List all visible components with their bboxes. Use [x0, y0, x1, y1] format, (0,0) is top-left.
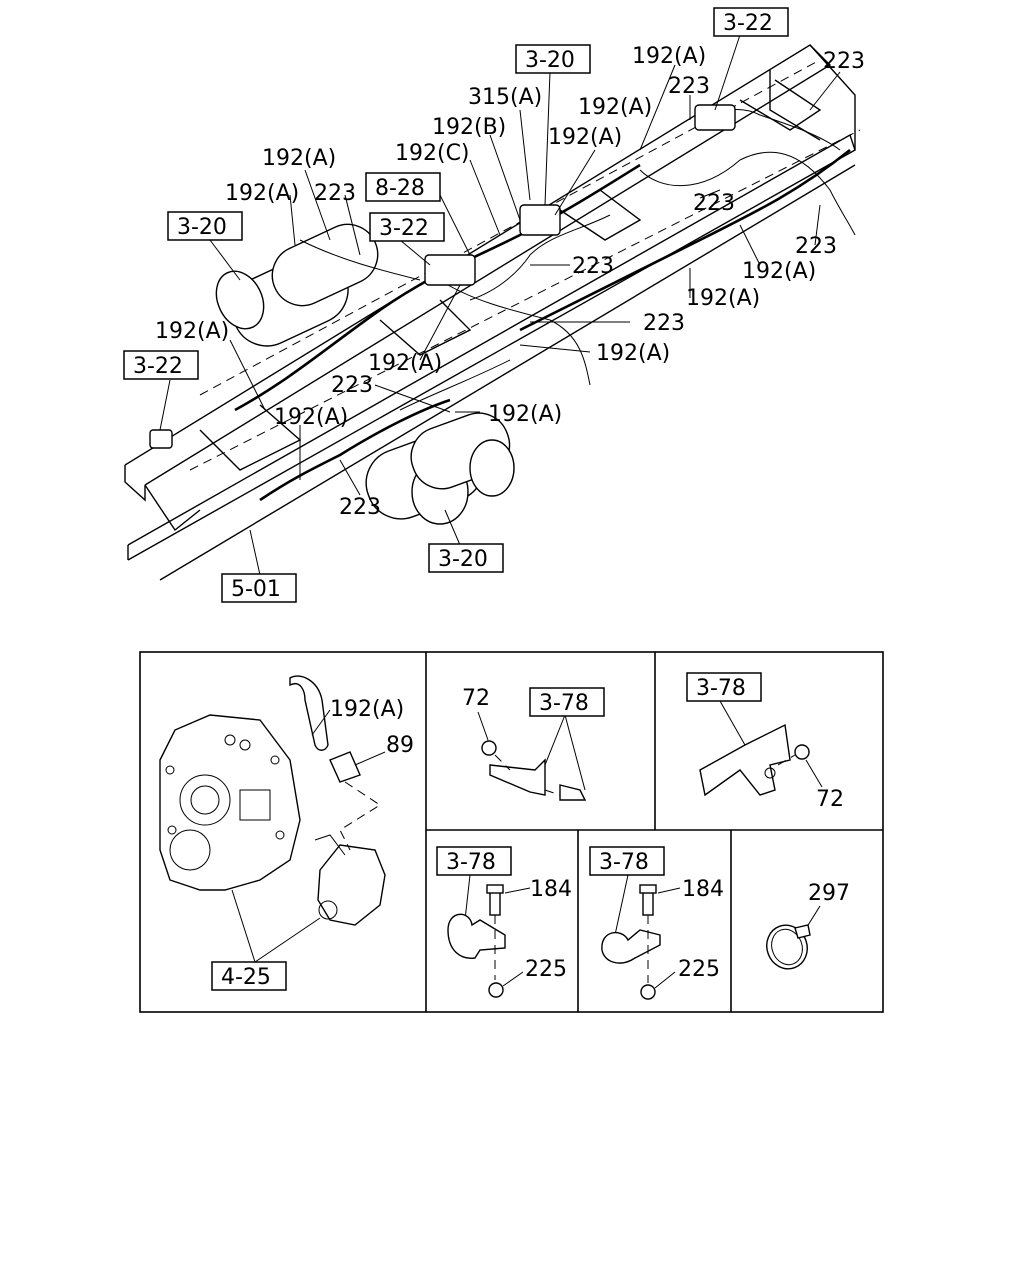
label-192c: 192(C)	[395, 141, 470, 166]
panel-band: 297	[766, 881, 850, 970]
leader-lines	[159, 34, 841, 576]
label-315a: 315(A)	[468, 85, 542, 110]
svg-text:3-20: 3-20	[438, 547, 488, 572]
panel-bracket-right: 3-78 72	[686, 672, 844, 812]
label-bolt-184-right: 184	[682, 877, 724, 902]
label-192a-2: 192(A)	[578, 95, 652, 120]
label-192a-10: 192(A)	[368, 351, 442, 376]
label-192a-5: 192(A)	[225, 181, 299, 206]
svg-text:3-20: 3-20	[525, 48, 575, 73]
label-band-297: 297	[808, 881, 850, 906]
label-nut-72-right: 72	[816, 787, 844, 812]
label-223-2: 223	[823, 49, 865, 74]
svg-text:3-22: 3-22	[379, 216, 429, 241]
svg-text:5-01: 5-01	[231, 577, 281, 602]
svg-text:3-22: 3-22	[133, 354, 183, 379]
ref-5-01: 5-01	[221, 573, 297, 603]
label-nut-225-left: 225	[525, 957, 567, 982]
panel-clamp-left: 3-78 184 225	[436, 846, 572, 998]
label-nut-72-left: 72	[462, 686, 490, 711]
label-192a-12: 192(A)	[274, 405, 348, 430]
label-192a-9: 192(A)	[596, 341, 670, 366]
label-223-9: 223	[339, 495, 381, 520]
label-223-7: 223	[643, 311, 685, 336]
label-bolt-184-left: 184	[530, 877, 572, 902]
ref-3-20-b: 3-20	[167, 211, 243, 241]
panel-bracket-left: 72 3-78	[462, 686, 605, 801]
label-223-6: 223	[572, 254, 614, 279]
label-223-8: 223	[331, 373, 373, 398]
label-pump-fitting: 89	[386, 733, 414, 758]
label-192a-1: 192(A)	[632, 44, 706, 69]
ref-3-22-left: 3-22	[123, 350, 199, 380]
ref-3-22-mid: 3-22	[369, 212, 445, 242]
label-192a-3: 192(A)	[548, 125, 622, 150]
label-192a-7: 192(A)	[686, 286, 760, 311]
ref-3-20-a: 3-20	[515, 44, 591, 74]
label-192a-8: 192(A)	[155, 319, 229, 344]
ref-3-78-d: 3-78	[599, 850, 649, 875]
label-192a-4: 192(A)	[262, 146, 336, 171]
label-192a-6: 192(A)	[742, 259, 816, 284]
ref-3-20-c: 3-20	[428, 543, 504, 573]
ref-3-78-b: 3-78	[696, 676, 746, 701]
panel-pump: 192(A) 89 4-25	[159, 675, 414, 991]
svg-text:3-20: 3-20	[177, 215, 227, 240]
air-tank-lower	[365, 412, 515, 525]
svg-text:8-28: 8-28	[375, 176, 425, 201]
chassis-labels: 192(A) 223 223 315(A) 192(A) 192(B) 192(…	[155, 44, 865, 520]
label-nut-225-right: 225	[678, 957, 720, 982]
label-223-1: 223	[668, 74, 710, 99]
ref-3-22-top: 3-22	[713, 7, 789, 37]
ref-3-78-c: 3-78	[446, 850, 496, 875]
detail-grid	[139, 651, 884, 1013]
panel-clamp-right: 3-78 184 225	[589, 846, 724, 1000]
label-223-5: 223	[795, 234, 837, 259]
valve-cluster	[149, 104, 736, 449]
ref-8-28: 8-28	[365, 172, 441, 202]
label-192b: 192(B)	[432, 115, 506, 140]
label-223-3: 223	[314, 181, 356, 206]
label-192a-11: 192(A)	[488, 402, 562, 427]
label-223-4: 223	[693, 191, 735, 216]
svg-text:3-22: 3-22	[723, 11, 773, 36]
brake-pipes	[234, 109, 856, 502]
label-pump-hose: 192(A)	[330, 697, 404, 722]
air-tank-upper	[215, 223, 379, 347]
ref-3-78-a: 3-78	[539, 691, 589, 716]
ref-4-25: 4-25	[221, 965, 271, 990]
